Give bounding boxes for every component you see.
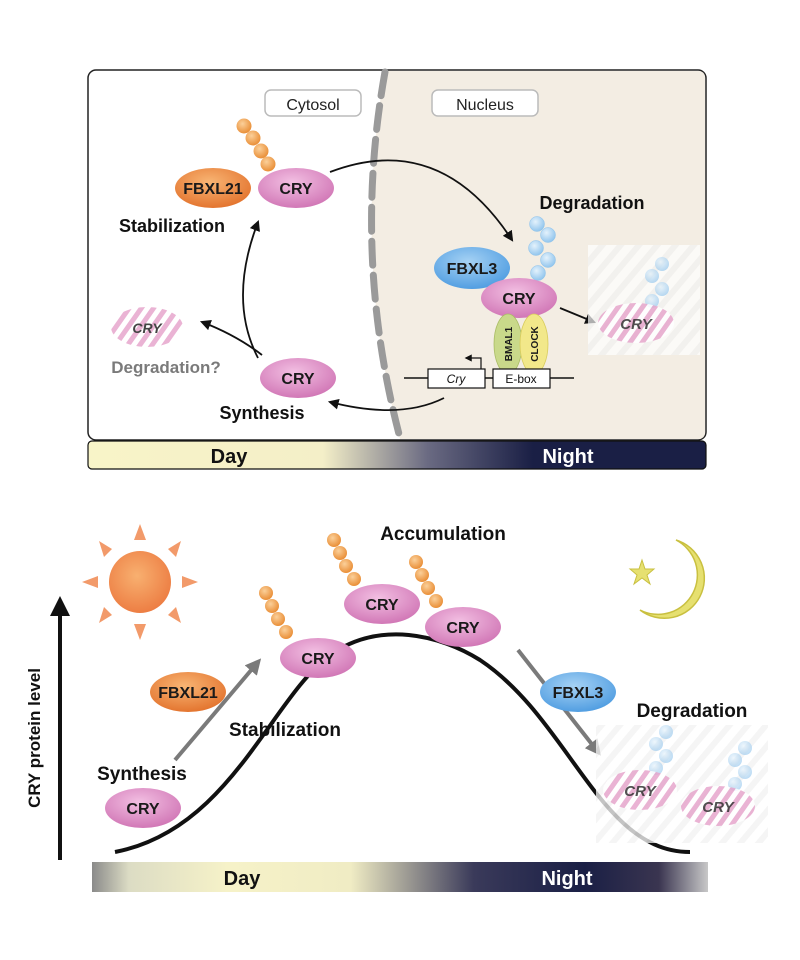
night-label-top: Night xyxy=(542,446,593,468)
transcription-start-arrow xyxy=(464,354,482,369)
sun-icon xyxy=(82,524,198,640)
export-arrow xyxy=(327,397,445,411)
cry-protein-synthesized-top xyxy=(260,358,336,398)
cry-label-top-stabilized: CRY xyxy=(279,181,313,198)
cry-label-synthesized-top: CRY xyxy=(281,371,315,388)
stabilization-arrow-bottom xyxy=(173,658,262,762)
stabilization-arrow-top xyxy=(242,219,260,359)
cry-gene-label: Cry xyxy=(447,372,467,386)
ubiquitin-chain-orange-1 xyxy=(259,586,293,639)
star-icon xyxy=(628,558,656,586)
fbxl3-label-top: FBXL3 xyxy=(447,261,498,278)
accumulation-label: Accumulation xyxy=(380,524,506,545)
cry-label-synthesized-bottom: CRY xyxy=(126,801,160,818)
fbxl3-label-bottom: FBXL3 xyxy=(553,685,604,702)
degradation-label-bottom: Degradation xyxy=(637,701,748,722)
fbxl21-protein-bottom xyxy=(150,672,226,712)
cry-protein-top-stabilized xyxy=(258,168,334,208)
stabilization-label-bottom: Stabilization xyxy=(229,720,341,741)
ubiquitin-chain-blue-top xyxy=(528,216,556,281)
cry-label-accumulated-1: CRY xyxy=(365,597,399,614)
cry-protein-degraded-bottom-1 xyxy=(603,770,677,810)
ubiquitin-chain-orange-3 xyxy=(409,555,443,608)
ubiquitin-chain-blue-degraded-top xyxy=(645,257,669,308)
cry-label-degraded-nuclear: CRY xyxy=(620,316,653,333)
degradation-question-arrow xyxy=(199,320,263,356)
degradation-label-top: Degradation xyxy=(539,193,644,213)
nucleus-label: Nucleus xyxy=(456,97,514,114)
moon-icon xyxy=(639,539,706,620)
bottom-panel: CRY protein level Accumulation CRY CRY xyxy=(25,524,768,892)
cry-protein-accumulated-1 xyxy=(344,584,420,624)
cry-label-stabilized-bottom: CRY xyxy=(301,651,335,668)
day-night-bar-top xyxy=(87,440,707,470)
degradation-question-label: Degradation? xyxy=(111,358,221,377)
fbxl21-protein-top xyxy=(175,168,251,208)
cry-protein-accumulated-2 xyxy=(425,607,501,647)
synthesis-label-bottom: Synthesis xyxy=(97,764,187,785)
fbxl21-label-bottom: FBXL21 xyxy=(158,685,218,702)
ebox-box xyxy=(492,368,551,389)
fbxl3-protein-top xyxy=(434,247,510,289)
cytosol-label: Cytosol xyxy=(286,97,339,114)
synthesis-label-top: Synthesis xyxy=(219,403,304,423)
day-night-bar-bottom xyxy=(92,862,708,892)
cry-label-accumulated-2: CRY xyxy=(446,620,480,637)
nucleus-label-box xyxy=(431,89,539,117)
top-panel: Cytosol Nucleus FBXL21 CRY Stabilization… xyxy=(87,68,707,470)
cry-label-degraded-bottom-2: CRY xyxy=(702,799,735,816)
cry-protein-synthesized-bottom xyxy=(105,788,181,828)
cry-label-nuclear: CRY xyxy=(502,291,536,308)
cry-protein-nuclear xyxy=(481,278,557,318)
stabilization-label-top: Stabilization xyxy=(119,216,225,236)
clock-label: CLOCK xyxy=(530,325,541,361)
cry-label-degraded-cytosol: CRY xyxy=(132,320,163,336)
cry-level-curve xyxy=(114,632,691,854)
y-axis-label: CRY protein level xyxy=(25,668,44,808)
night-label-bottom: Night xyxy=(541,868,592,890)
cry-protein-degraded-nuclear xyxy=(598,303,674,343)
ubiquitin-chain-orange-top xyxy=(236,118,276,172)
y-axis-arrowhead xyxy=(50,596,70,616)
day-label-top: Day xyxy=(211,446,249,468)
ebox-label: E-box xyxy=(505,372,536,386)
nuclear-membrane xyxy=(368,68,404,442)
cytosol-label-box xyxy=(264,89,362,117)
ubiquitin-chain-blue-degraded-1 xyxy=(649,725,673,775)
cry-label-degraded-bottom-1: CRY xyxy=(624,783,657,800)
fbxl21-label-top: FBXL21 xyxy=(183,181,243,198)
cry-protein-degraded-bottom-2 xyxy=(681,786,755,826)
cry-protein-degraded-cytosol xyxy=(111,307,183,347)
bmal1-label: BMAL1 xyxy=(504,326,515,361)
day-label-bottom: Day xyxy=(224,868,262,890)
fbxl3-protein-bottom xyxy=(540,672,616,712)
import-arrow xyxy=(329,159,514,242)
cry-protein-stabilized-bottom xyxy=(280,638,356,678)
ubiquitin-chain-orange-2 xyxy=(327,533,361,586)
dna-promoter: Cry E-box xyxy=(404,354,574,389)
cry-gene-box xyxy=(427,368,486,389)
